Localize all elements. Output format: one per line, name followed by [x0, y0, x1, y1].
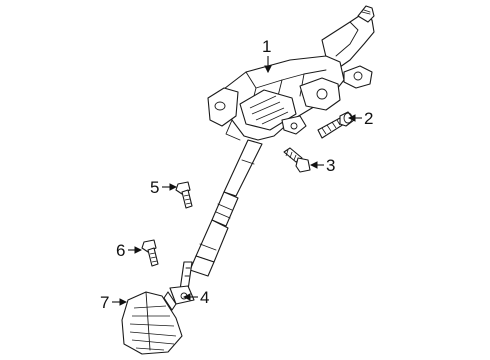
shaft-bolt	[175, 181, 193, 209]
callout-label-1: 1	[262, 37, 271, 56]
callout-label-7: 7	[100, 293, 109, 312]
lower-mounting-bolt	[283, 147, 311, 173]
callout-1: 1	[262, 37, 272, 74]
callout-label-2: 2	[364, 109, 373, 128]
column-boot-seal	[121, 291, 183, 355]
callout-label-4: 4	[200, 288, 209, 307]
callout-label-6: 6	[116, 241, 125, 260]
intermediate-shaft-joint	[163, 261, 195, 311]
joint-bolt	[141, 239, 159, 267]
callout-6: 6	[116, 241, 143, 260]
callout-4: 4	[182, 288, 209, 307]
callout-7: 7	[100, 293, 128, 312]
callout-5: 5	[150, 178, 178, 197]
callout-label-5: 5	[150, 178, 159, 197]
callout-3: 3	[309, 156, 335, 175]
callout-2: 2	[347, 109, 373, 128]
callout-label-3: 3	[326, 156, 335, 175]
steering-column-assembly	[189, 5, 375, 277]
upper-mounting-bolt	[317, 111, 355, 139]
